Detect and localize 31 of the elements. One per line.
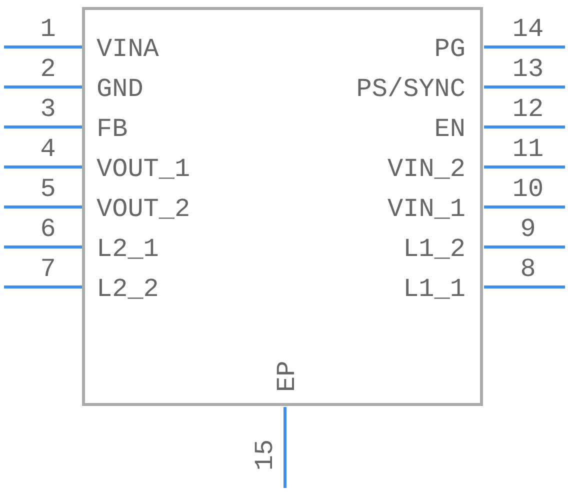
pin-number: 9 [519, 214, 537, 244]
pin-name: L1_2 [403, 234, 466, 264]
pin-number: 10 [511, 174, 545, 204]
pin-number: 14 [511, 14, 545, 44]
pin-number: 15 [250, 438, 280, 473]
pin-number: 13 [511, 54, 545, 84]
pin-number: 7 [39, 254, 57, 284]
pin-number: 8 [519, 254, 537, 284]
pin-name: EN [434, 114, 466, 144]
pin-name: VIN_1 [387, 194, 466, 224]
pin-name: GND [96, 74, 144, 104]
pin-number: 6 [39, 214, 57, 244]
pin-number: 1 [39, 14, 57, 44]
pin-name: VOUT_2 [96, 194, 190, 224]
pin-name: VINA [96, 34, 159, 64]
pin-number: 4 [39, 134, 57, 164]
pin-number: 3 [39, 94, 57, 124]
pin-name: L2_1 [96, 234, 159, 264]
pin-number: 2 [39, 54, 57, 84]
pin-number: 12 [511, 94, 545, 124]
pin-name: VOUT_1 [96, 154, 190, 184]
pin-name: VIN_2 [387, 154, 466, 184]
pin-name: EP [272, 362, 302, 392]
pin-name: L2_2 [96, 274, 159, 304]
pin-name: L1_1 [403, 274, 466, 304]
pin-number: 11 [511, 134, 545, 164]
ic-body [82, 6, 482, 406]
pin-name: PG [434, 34, 466, 64]
pin-name: PS/SYNC [356, 74, 466, 104]
pin-number: 5 [39, 174, 57, 204]
pin-name: FB [96, 114, 128, 144]
